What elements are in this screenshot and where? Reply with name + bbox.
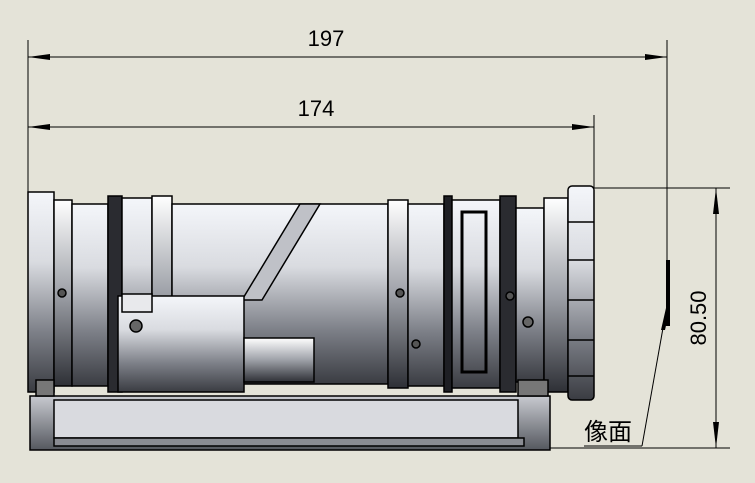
dimension-197: 197 [27,26,668,262]
dimension-80-50: 80.50 [545,187,730,449]
dimension-label-80-50: 80.50 [686,290,711,345]
dimension-174: 174 [28,96,595,188]
rear-flange [567,185,595,401]
image-plane-label: 像面 [584,418,632,446]
front-flange [27,191,55,393]
image-plane-marker: 像面 [584,260,670,447]
dimension-label-197: 197 [308,26,345,51]
lens-assembly [27,185,595,451]
dimension-label-174: 174 [298,96,335,121]
